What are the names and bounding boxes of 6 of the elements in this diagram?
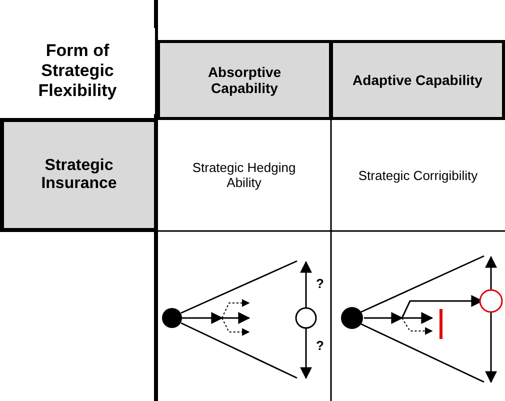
question-mark-label: ?	[316, 338, 324, 353]
question-mark-label: ?	[316, 276, 324, 291]
header-cell: Absorptive Capability	[157, 40, 332, 120]
table-cell: Strategic Hedging Ability	[158, 120, 330, 230]
header-cell: Adaptive Capability	[330, 40, 505, 120]
table-cell: Strategic Corrigibility	[331, 120, 505, 230]
